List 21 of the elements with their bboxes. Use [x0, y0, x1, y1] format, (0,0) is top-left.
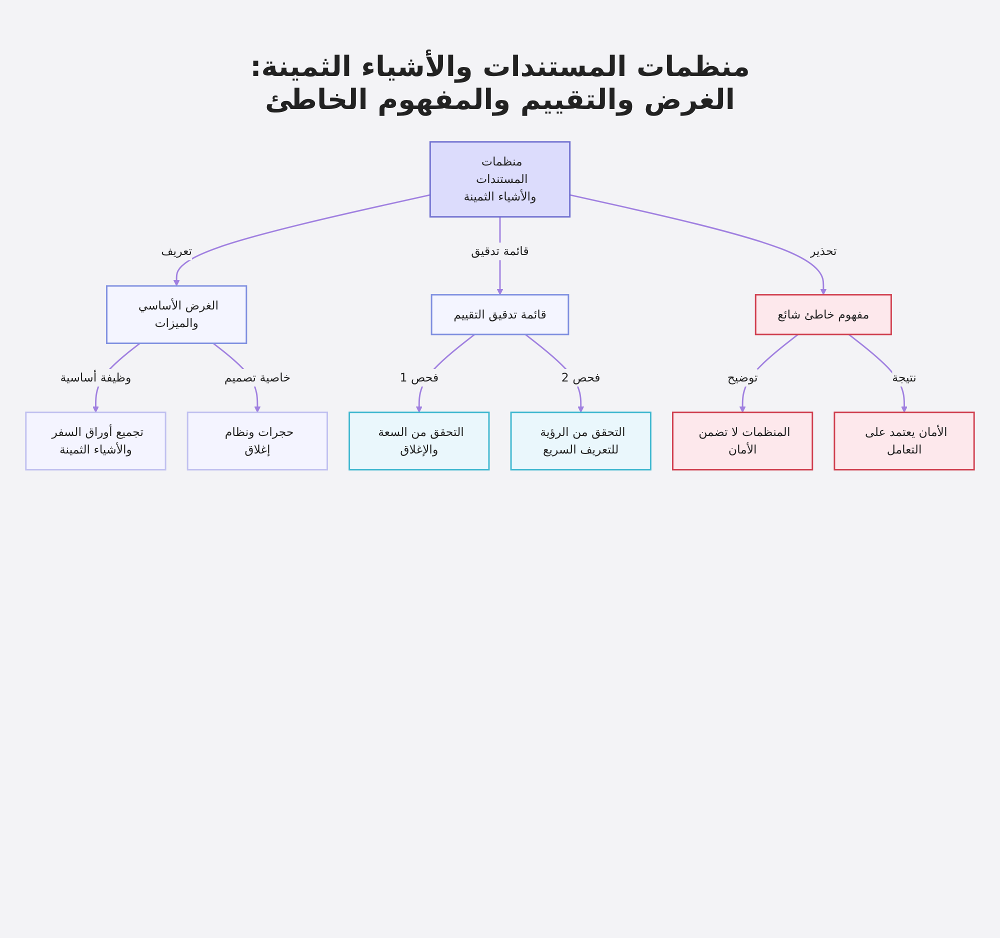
node-box: التحقق من السعة والإغلاق: [348, 412, 490, 470]
edge-label: توضيح: [727, 370, 758, 384]
edge-label: فحص 1: [400, 370, 439, 384]
edge-label: خاصية تصميم: [224, 370, 290, 384]
node-box: المنظمات لا تضمن الأمان: [672, 412, 814, 470]
edge-label: قائمة تدقيق: [471, 244, 529, 258]
node-box: قائمة تدقيق التقييم: [430, 294, 570, 336]
node-box: الأمان يعتمد على التعامل: [834, 412, 975, 470]
edge-label: فحص 2: [561, 370, 600, 384]
edge-label: تعريف: [161, 244, 192, 258]
node-box: الغرض الأساسي والميزات: [106, 285, 248, 344]
edge-label: نتيجة: [892, 370, 916, 384]
node-box: حجرات ونظام إغلاق: [186, 412, 328, 470]
arrow: [570, 194, 827, 296]
edge-label: وظيفة أساسية: [60, 370, 132, 384]
diagram-title: منظمات المستندات والأشياء الثمينة: الغرض والتقييم والمفهوم الخاطئ: [249, 50, 751, 116]
node-box: منظمات المستندات والأشياء الثمينة: [429, 141, 571, 218]
node-box: تجميع أوراق السفر والأشياء الثمينة: [25, 412, 166, 470]
arrow: [173, 194, 430, 286]
node-box: مفهوم خاطئ شائع: [754, 294, 892, 336]
node-box: التحقق من الرؤية للتعريف السريع: [510, 412, 652, 470]
